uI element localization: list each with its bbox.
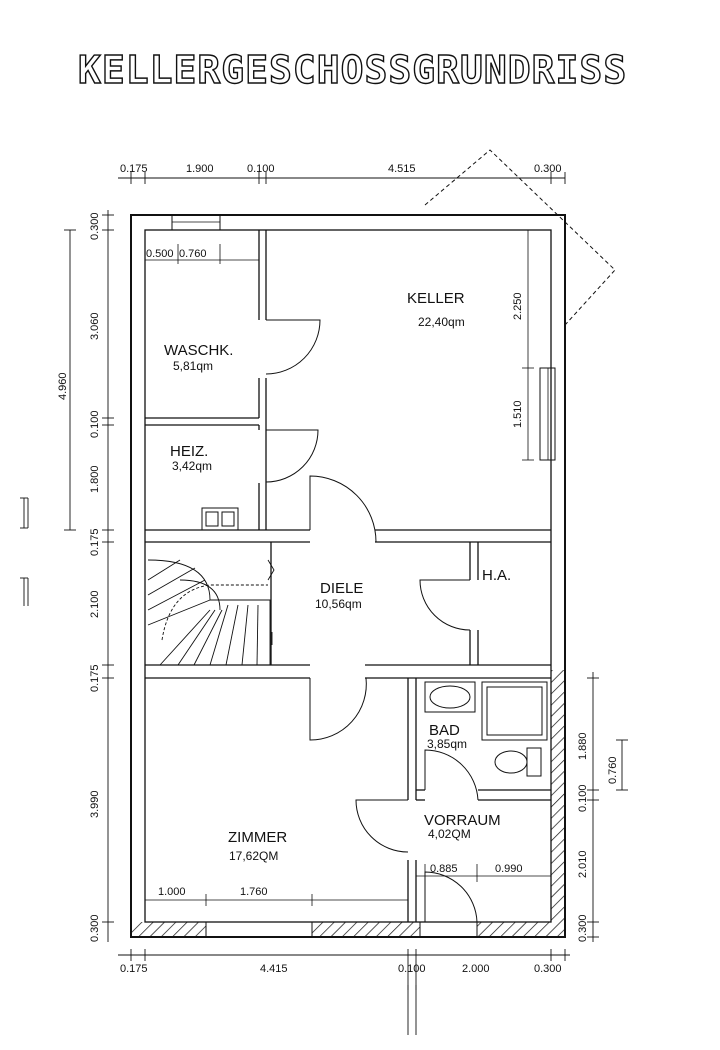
dim-vorraum-b: 0.990 xyxy=(495,863,523,875)
dim-zimmer-a: 1.000 xyxy=(158,886,186,898)
dim-top-3: 0.100 xyxy=(247,163,275,175)
dim-right-4: 0.300 xyxy=(577,914,589,942)
dim-top-2: 1.900 xyxy=(186,163,214,175)
top-dimension-chain: 0.175 1.900 0.100 4.515 0.300 xyxy=(118,163,566,184)
room-name-diele: DIELE xyxy=(320,580,363,597)
dim-waschk-b: 0.760 xyxy=(179,248,207,260)
staircase xyxy=(147,559,275,666)
doors xyxy=(265,319,479,923)
bottom-dimension-chain: 0.175 4.415 0.100 2.000 0.300 xyxy=(118,949,570,990)
dim-left-3: 0.100 xyxy=(89,410,101,438)
dim-bottom-1: 0.175 xyxy=(120,963,148,975)
dim-left-8: 3.990 xyxy=(89,790,101,818)
dim-right-inner: 0.760 xyxy=(607,756,619,784)
room-area-keller: 22,40qm xyxy=(418,315,465,329)
room-area-bad: 3,85qm xyxy=(427,737,467,751)
dim-right-3: 2.010 xyxy=(577,850,589,878)
margin-marks xyxy=(20,497,417,1035)
dim-keller-b: 1.510 xyxy=(512,400,524,428)
room-area-diele: 10,56qm xyxy=(315,597,362,611)
dim-top-1: 0.175 xyxy=(120,163,148,175)
room-name-keller: KELLER xyxy=(407,290,465,307)
dim-left-7: 0.175 xyxy=(89,664,101,692)
room-name-bad: BAD xyxy=(429,722,460,739)
dim-left-2: 3.060 xyxy=(89,312,101,340)
dim-left-4: 1.800 xyxy=(89,465,101,493)
plan-title: KELLERGESCHOSSGRUNDRISS xyxy=(78,48,627,92)
room-area-heiz: 3,42qm xyxy=(172,459,212,473)
dim-right-1: 1.880 xyxy=(577,732,589,760)
sink-icon xyxy=(424,681,476,713)
dim-left-9: 0.300 xyxy=(89,914,101,942)
room-name-zimmer: ZIMMER xyxy=(228,829,287,846)
dim-zimmer-b: 1.760 xyxy=(240,886,268,898)
dim-waschk-a: 0.500 xyxy=(146,248,174,260)
dim-bottom-3: 0.100 xyxy=(398,963,426,975)
bay-window-outline xyxy=(424,149,616,326)
interior-dimensions: 0.500 0.760 2.250 1.510 1.000 1.760 0.88… xyxy=(145,230,551,906)
room-name-vorraum: VORRAUM xyxy=(424,812,501,829)
dim-bottom-2: 4.415 xyxy=(260,963,288,975)
left-dimension-chain: 0.300 3.060 0.100 1.800 0.175 2.100 0.17… xyxy=(57,210,114,942)
dim-vorraum-a: 0.885 xyxy=(430,863,458,875)
heater-icon xyxy=(201,507,239,531)
toilet-icon xyxy=(494,747,542,777)
dim-top-4: 4.515 xyxy=(388,163,416,175)
shower-icon xyxy=(481,681,548,741)
dim-top-5: 0.300 xyxy=(534,163,562,175)
dim-left-6: 2.100 xyxy=(89,590,101,618)
room-name-heiz: HEIZ. xyxy=(170,443,208,460)
dim-left-5: 0.175 xyxy=(89,528,101,556)
dim-left-total: 4.960 xyxy=(57,372,69,400)
exterior-walls xyxy=(130,214,566,938)
right-dimension-chain: 1.880 0.100 2.010 0.300 0.760 xyxy=(577,672,628,942)
room-area-waschk: 5,81qm xyxy=(173,359,213,373)
room-area-vorraum: 4,02QM xyxy=(428,827,471,841)
dim-right-2: 0.100 xyxy=(577,784,589,812)
dim-bottom-4: 2.000 xyxy=(462,963,490,975)
room-name-waschk: WASCHK. xyxy=(164,342,233,359)
dim-keller-a: 2.250 xyxy=(512,292,524,320)
room-name-ha: H.A. xyxy=(482,567,511,584)
room-area-zimmer: 17,62QM xyxy=(229,849,278,863)
dim-left-1: 0.300 xyxy=(89,212,101,240)
dim-bottom-5: 0.300 xyxy=(534,963,562,975)
